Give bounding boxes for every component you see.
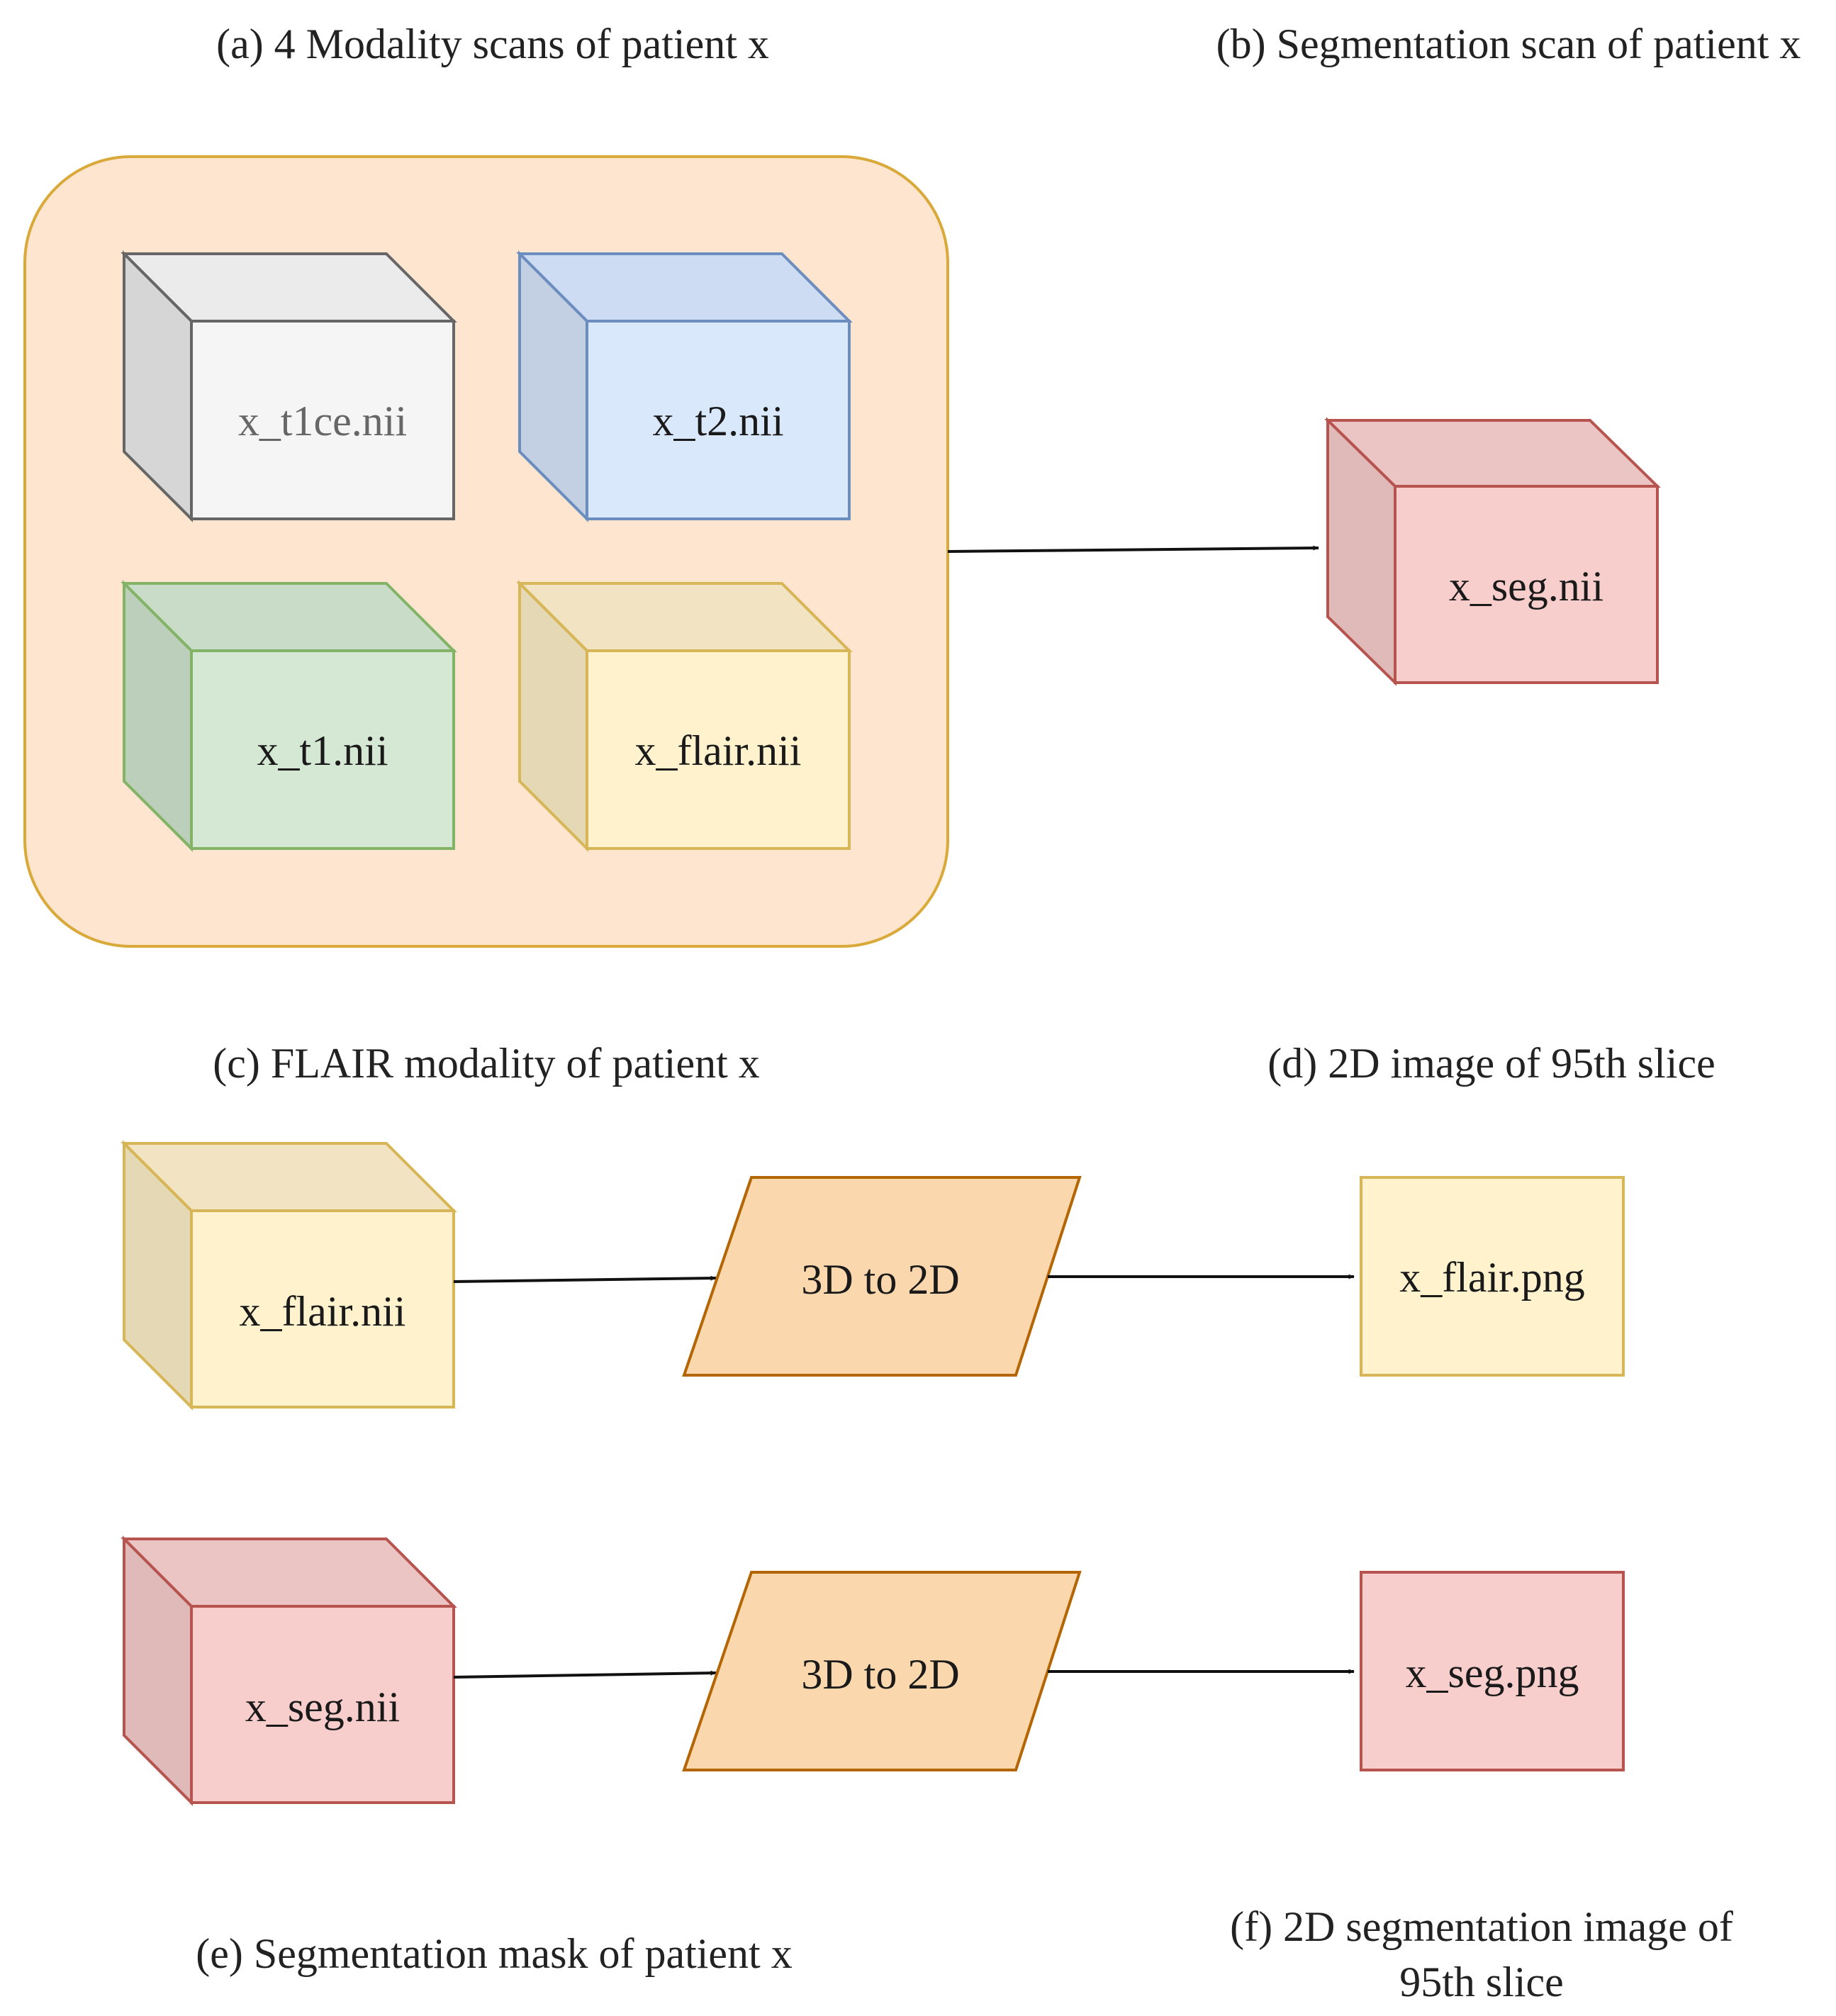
label-seg-input: x_seg.nii — [245, 1684, 400, 1730]
cube-flair: x_flair.nii — [516, 580, 853, 852]
caption-c: (c) FLAIR modality of patient x — [213, 1040, 760, 1087]
caption-f-line1: (f) 2D segmentation image of — [1230, 1903, 1733, 1950]
caption-b: (b) Segmentation scan of patient x — [1216, 21, 1801, 67]
process-flair: 3D to 2D — [682, 1176, 1082, 1377]
label-t1: x_t1.nii — [257, 727, 388, 774]
label-flair: x_flair.nii — [635, 727, 802, 774]
cube-seg-top: x_seg.nii — [1324, 417, 1661, 686]
arrow-group-to-seg — [947, 545, 1319, 553]
cube-seg-input: x_seg.nii — [121, 1535, 457, 1806]
arrow-seg-to-process — [453, 1670, 717, 1679]
caption-f-line2: 95th slice — [1399, 1959, 1564, 2005]
caption-a: (a) 4 Modality scans of patient x — [216, 21, 769, 67]
label-flair-input: x_flair.nii — [240, 1288, 406, 1335]
arrow-flair-to-process — [453, 1275, 717, 1283]
caption-e: (e) Segmentation mask of patient x — [196, 1930, 792, 1977]
label-process-seg: 3D to 2D — [801, 1651, 959, 1698]
output-flair-png: x_flair.png — [1360, 1176, 1625, 1377]
label-seg-png: x_seg.png — [1406, 1650, 1579, 1696]
caption-d: (d) 2D image of 95th slice — [1267, 1040, 1715, 1087]
process-seg: 3D to 2D — [682, 1571, 1082, 1771]
cube-t1ce: x_t1ce.nii — [121, 250, 457, 522]
label-flair-png: x_flair.png — [1399, 1254, 1585, 1301]
label-seg-top: x_seg.nii — [1449, 563, 1603, 610]
label-t2: x_t2.nii — [652, 398, 783, 444]
cube-flair-input: x_flair.nii — [121, 1140, 457, 1411]
cube-t2: x_t2.nii — [516, 250, 853, 522]
label-t1ce: x_t1ce.nii — [238, 398, 407, 444]
label-process-flair: 3D to 2D — [801, 1256, 959, 1303]
cube-t1: x_t1.nii — [121, 580, 457, 852]
output-seg-png: x_seg.png — [1360, 1571, 1625, 1771]
